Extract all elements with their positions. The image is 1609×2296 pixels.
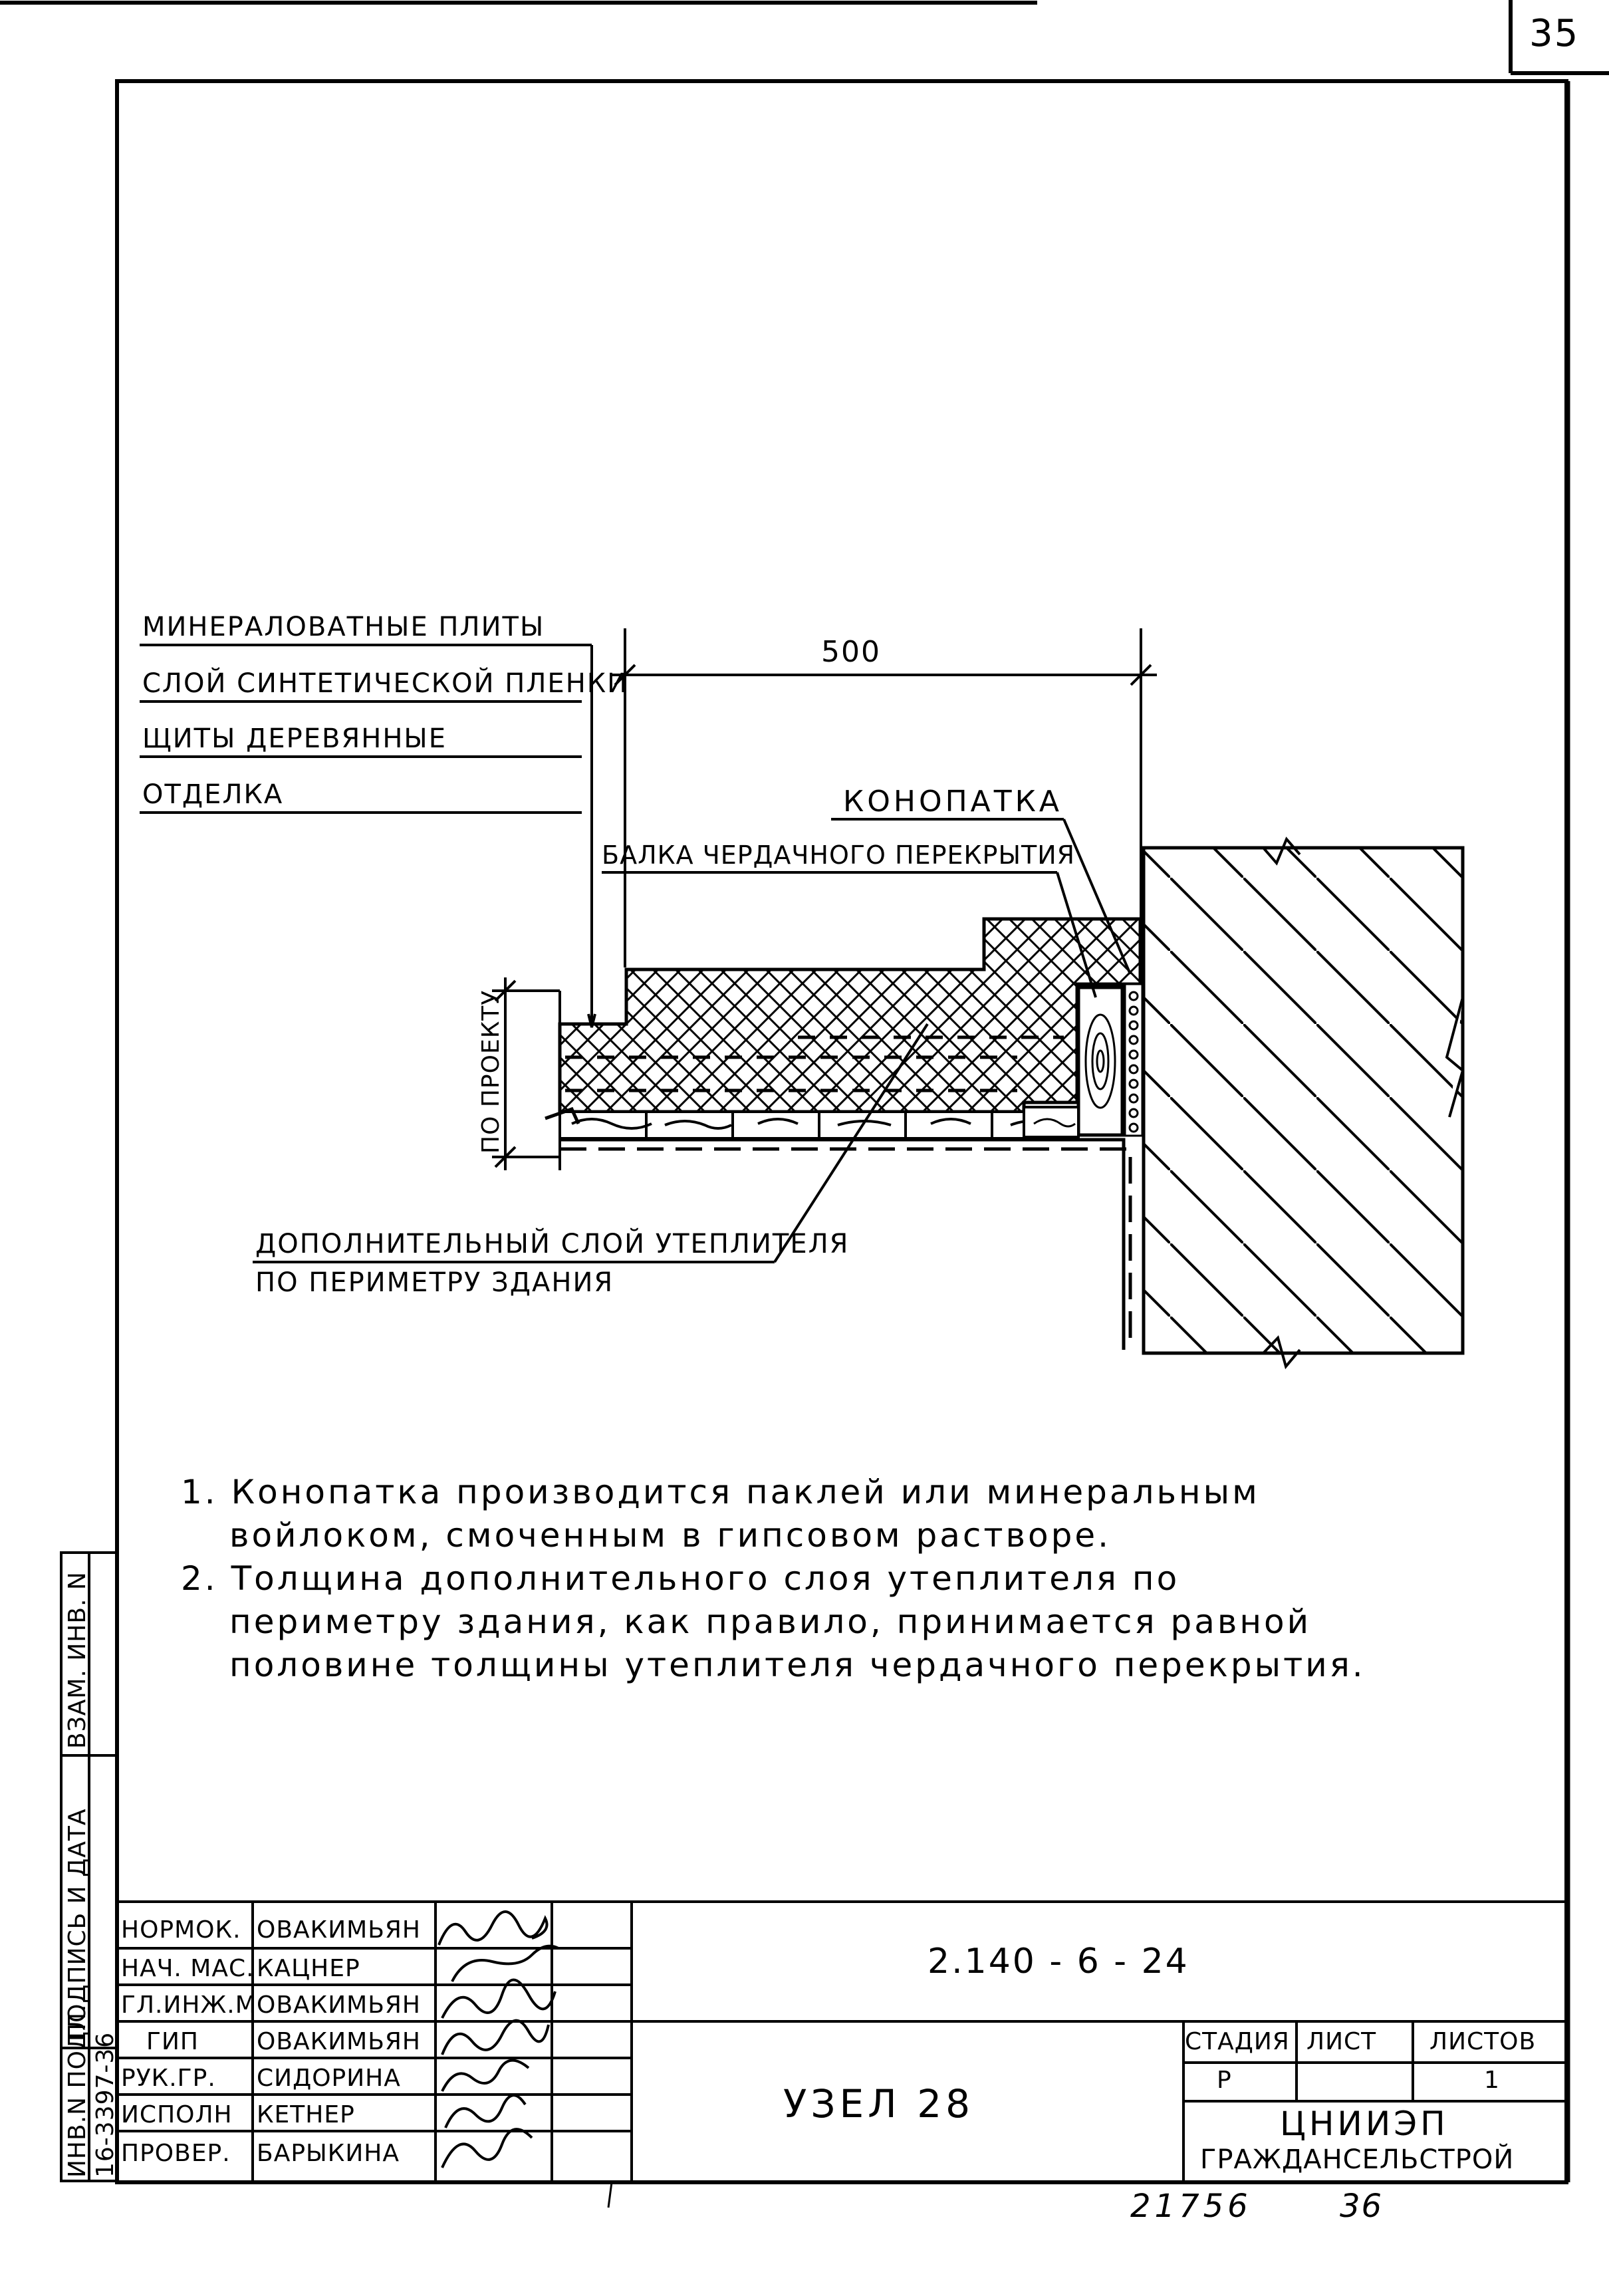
mineral-wool-insulation xyxy=(558,917,1142,1114)
extra-insulation-outline xyxy=(560,1147,1132,1350)
brick-wall xyxy=(1142,836,1465,1370)
note-2-line-1: 2. Толщина дополнительного слоя утеплите… xyxy=(181,1559,1180,1598)
dimension-500 xyxy=(612,628,1157,967)
dimension-thickness-label: ПО ПРОЕКТУ xyxy=(477,989,505,1154)
tb-name-4: СИДОРИНА xyxy=(257,2065,401,2092)
footer-archive-page: 36 xyxy=(1340,2188,1384,2225)
tb-sheets-header: ЛИСТОВ xyxy=(1429,2028,1537,2055)
tb-sheet-title: УЗЕЛ 28 xyxy=(783,2081,975,2126)
dimension-width-label: 500 xyxy=(821,635,881,669)
tb-name-0: ОВАКИМЬЯН xyxy=(257,1916,421,1944)
note-1-line-2: войлоком, смоченным в гипсовом растворе. xyxy=(229,1516,1111,1555)
side-stamp-replace-inv: ВЗАМ. ИНВ. N xyxy=(64,1571,91,1749)
tb-sheet-header: ЛИСТ xyxy=(1306,2028,1377,2055)
ceiling-finish-line xyxy=(560,1138,1126,1350)
tb-name-2: ОВАКИМЬЯН xyxy=(257,1991,421,2019)
tb-role-1: НАЧ. МАС. xyxy=(121,1955,255,1982)
sheet-frame xyxy=(0,0,1609,2184)
side-stamp-inv-value: 16-3397-36 xyxy=(92,2031,119,2178)
tb-name-1: КАЦНЕР xyxy=(257,1955,360,1982)
tb-sheets-value: 1 xyxy=(1484,2067,1500,2094)
tb-org-line-2: ГРАЖДАНСЕЛЬСТРОЙ xyxy=(1200,2144,1515,2175)
page-number: 35 xyxy=(1529,12,1580,55)
tb-doc-code: 2.140 - 6 - 24 xyxy=(928,1942,1189,1981)
tb-role-6: ПРОВЕР. xyxy=(121,2140,231,2167)
callout-extra-insulation-1: ДОПОЛНИТЕЛЬНЫЙ СЛОЙ УТЕПЛИТЕЛЯ xyxy=(255,1229,850,1259)
tb-stage-header: СТАДИЯ xyxy=(1185,2028,1290,2055)
tb-stage-value: Р xyxy=(1217,2067,1232,2094)
tb-name-3: ОВАКИМЬЯН xyxy=(257,2028,421,2055)
tb-org-line-1: ЦНИИЭП xyxy=(1280,2105,1449,2143)
thickness-dimension xyxy=(492,977,561,1170)
note-2-line-2: периметру здания, как правило, принимает… xyxy=(229,1602,1312,1641)
callout-finish: ОТДЕЛКА xyxy=(142,779,284,810)
tb-role-2: ГЛ.ИНЖ.М xyxy=(121,1991,257,2019)
title-block-grid xyxy=(117,1900,1566,2182)
side-stamp-signature-date: ПОДПИСЬ И ДАТА xyxy=(64,1808,91,2041)
attic-beam xyxy=(1023,985,1124,1138)
footer-archive-number: 21756 xyxy=(1130,2188,1252,2225)
signatures xyxy=(437,1910,559,2168)
tb-role-4: РУК.ГР. xyxy=(121,2065,216,2092)
wooden-panels xyxy=(545,1106,1080,1140)
caulking-strip xyxy=(1124,983,1144,1137)
side-stamp-frame xyxy=(60,1551,118,2182)
note-2-line-3: половине толщины утеплителя чердачного п… xyxy=(229,1646,1366,1684)
callout-attic-beam: БАЛКА ЧЕРДАЧНОГО ПЕРЕКРЫТИЯ xyxy=(602,840,1076,870)
tb-role-3: ГИП xyxy=(146,2028,199,2055)
callout-wooden-panels: ЩИТЫ ДЕРЕВЯННЫЕ xyxy=(142,723,447,754)
callout-synthetic-film: СЛОЙ СИНТЕТИЧЕСКОЙ ПЛЕНКИ xyxy=(142,668,629,699)
tb-role-0: НОРМОК. xyxy=(121,1916,241,1944)
synthetic-film-dashes xyxy=(565,1035,1064,1092)
leader-lines xyxy=(140,644,1132,1263)
tb-role-5: ИСПОЛН xyxy=(121,2101,233,2128)
callout-extra-insulation-2: ПО ПЕРИМЕТРУ ЗДАНИЯ xyxy=(255,1267,614,1298)
footer-tick xyxy=(607,2182,613,2208)
note-1-line-1: 1. Конопатка производится паклей или мин… xyxy=(181,1473,1260,1511)
tb-name-5: КЕТНЕР xyxy=(257,2101,355,2128)
callout-mineral-wool: МИНЕРАЛОВАТНЫЕ ПЛИТЫ xyxy=(142,612,545,642)
tb-name-6: БАРЫКИНА xyxy=(257,2140,400,2167)
callout-caulking: КОНОПАТКА xyxy=(843,785,1062,819)
